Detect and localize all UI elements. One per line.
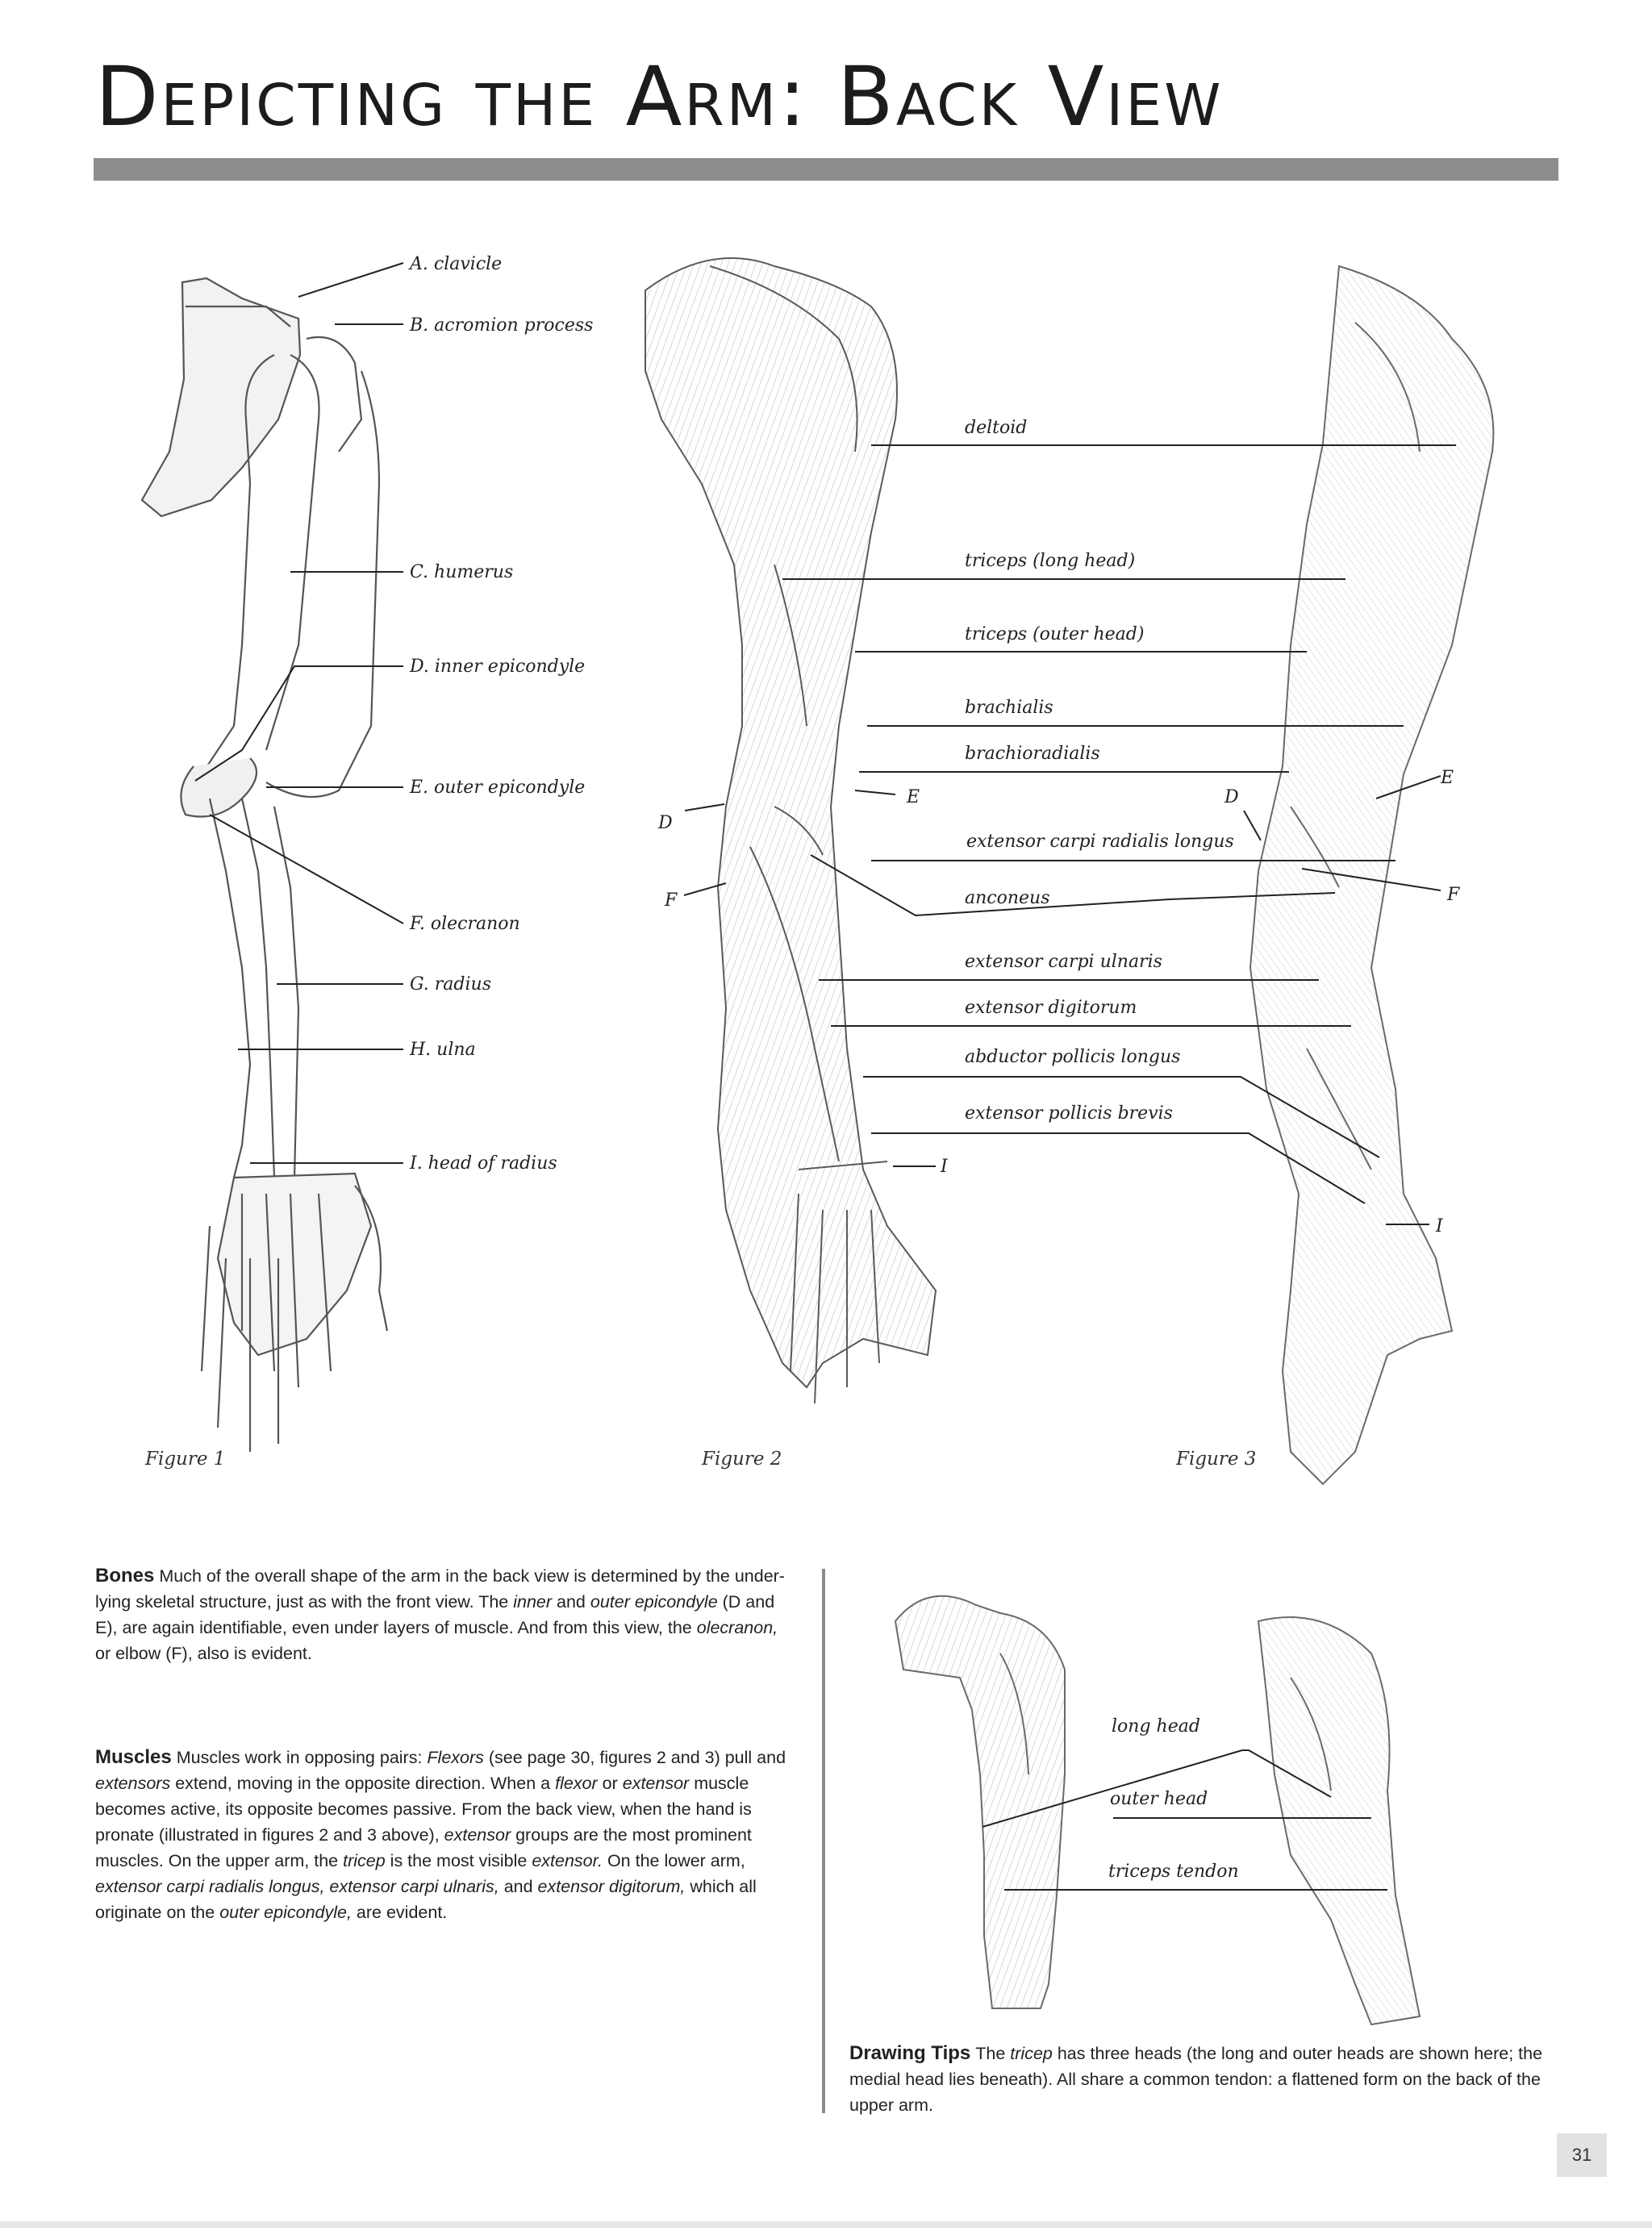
label-ulna: H. ulna [410,1040,476,1060]
figure3-surface-drawing [1249,265,1495,1486]
figure2-muscle-drawing [645,257,937,1404]
fig3-letter-f: F [1447,885,1460,905]
fig3-letter-e: E [1441,768,1454,788]
page-number: 31 [1557,2133,1607,2177]
leader-lines [194,262,1456,1891]
label-triceps-tendon: triceps tendon [1108,1862,1239,1882]
figure1-skeleton-drawing [140,277,389,1452]
muscles-heading: Muscles [95,1746,172,1768]
label-triceps-outer-head: triceps (outer head) [965,624,1145,644]
label-radius: G. radius [410,974,491,994]
label-outer-head: outer head [1110,1789,1208,1809]
drawing-tips-heading: Drawing Tips [849,2042,971,2064]
label-humerus: C. humerus [410,562,514,582]
column-divider [822,1569,825,2113]
label-long-head: long head [1112,1716,1200,1737]
label-extensor-digitorum: extensor digitorum [965,998,1137,1018]
label-acromion-process: B. acromion process [410,315,594,336]
label-outer-epicondyle: E. outer epicondyle [410,778,586,798]
figure2-caption: Figure 2 [702,1449,782,1470]
fig2-letter-i: I [941,1157,948,1177]
title-rule [94,158,1558,181]
bones-heading: Bones [95,1565,155,1587]
label-inner-epicondyle: D. inner epicondyle [410,657,586,677]
label-brachioradialis: brachioradialis [965,744,1100,764]
figure3-caption: Figure 3 [1176,1449,1257,1470]
triceps-small-drawings [894,1595,1421,2026]
fig3-letter-i: I [1436,1216,1443,1236]
label-triceps-long-head: triceps (long head) [965,551,1136,571]
fig2-letter-f: F [665,890,678,911]
label-extensor-carpi-radialis-longus: extensor carpi radialis longus [966,832,1234,852]
label-extensor-carpi-ulnaris: extensor carpi ulnaris [965,952,1162,972]
label-deltoid: deltoid [965,418,1028,438]
label-extensor-pollicis-brevis: extensor pollicis brevis [965,1103,1173,1124]
label-abductor-pollicis-longus: abductor pollicis longus [965,1047,1181,1067]
fig2-letter-e: E [907,787,920,807]
page-title: Depicting the Arm: Back View [95,49,1224,145]
label-head-of-radius: I. head of radius [410,1153,557,1174]
fig2-letter-d: D [658,813,673,833]
figure1-caption: Figure 1 [145,1449,226,1470]
fig3-letter-d: D [1224,787,1239,807]
label-olecranon: F. olecranon [410,914,520,934]
label-clavicle: A. clavicle [410,254,503,274]
bottom-rule [0,2221,1652,2228]
label-brachialis: brachialis [965,698,1053,718]
label-anconeus: anconeus [965,888,1050,908]
